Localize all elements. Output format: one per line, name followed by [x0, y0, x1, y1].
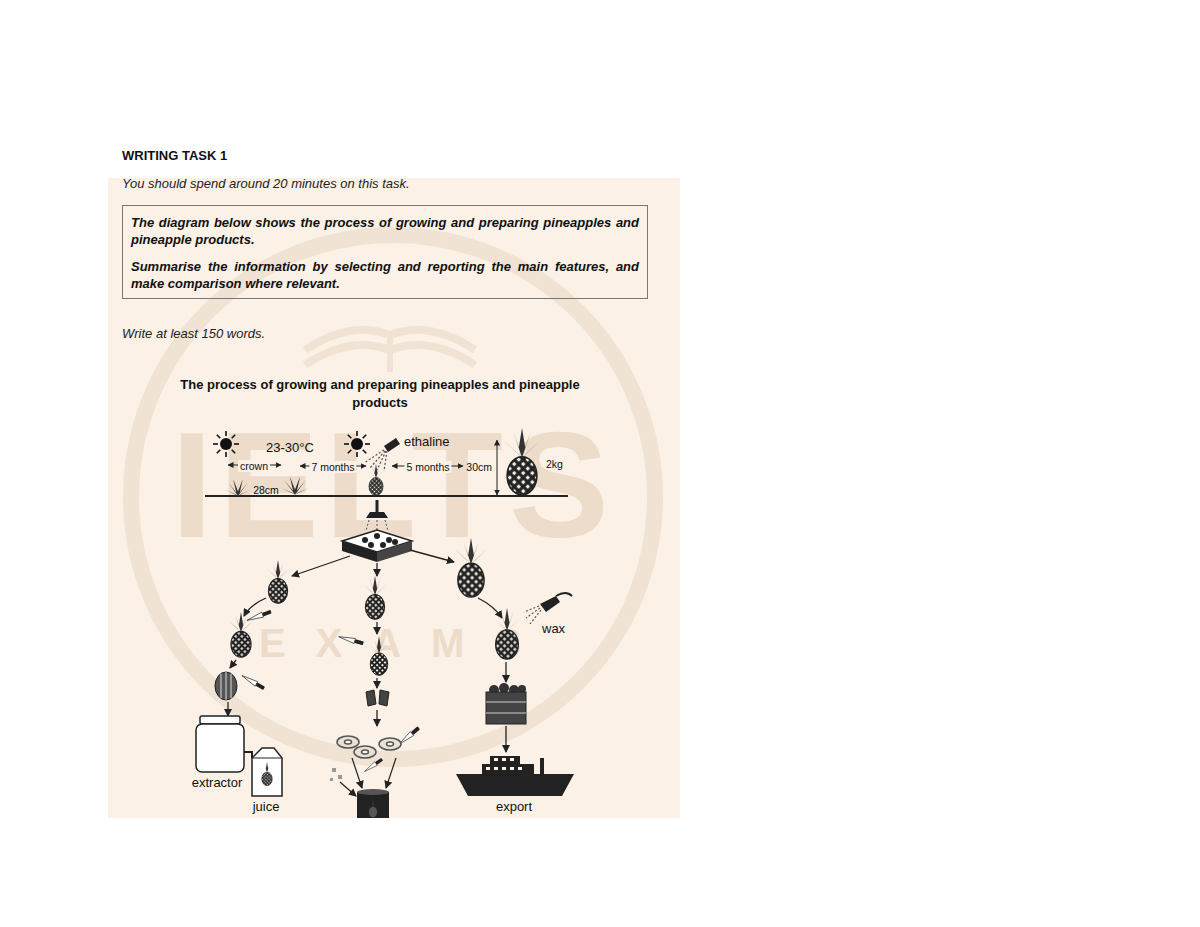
pineapple-rings	[337, 736, 401, 758]
ship	[456, 756, 574, 796]
page-heading: WRITING TASK 1	[122, 148, 227, 163]
label-wrap: juice	[253, 797, 280, 815]
crate	[486, 683, 526, 724]
juice-extractor	[196, 716, 252, 772]
instruction-text: The diagram below shows the process of g…	[131, 214, 639, 248]
can	[357, 789, 389, 818]
label-wrap: You should spend around 20 minutes on th…	[122, 174, 410, 192]
label-wrap: extractor	[192, 773, 243, 791]
wax-sprayer	[524, 593, 572, 624]
washing-station	[342, 500, 412, 562]
product-label: juice	[253, 799, 280, 814]
label-wrap: export	[496, 797, 532, 815]
juice-carton	[252, 748, 282, 796]
instruction-note: Write at least 150 words.	[122, 326, 265, 341]
small-chunks	[330, 768, 342, 781]
product-label: export	[496, 799, 532, 814]
machine-label: extractor	[192, 775, 243, 790]
instruction-box: The diagram below shows the process of g…	[122, 205, 648, 299]
instruction-note: You should spend around 20 minutes on th…	[122, 176, 410, 191]
label-wrap: Write at least 150 words.	[122, 324, 265, 342]
instruction-text: Summarise the information by selecting a…	[131, 258, 639, 292]
heading-wrap: WRITING TASK 1	[122, 146, 227, 164]
pineapple-pieces	[366, 690, 389, 706]
peeled-pineapple	[215, 672, 237, 700]
